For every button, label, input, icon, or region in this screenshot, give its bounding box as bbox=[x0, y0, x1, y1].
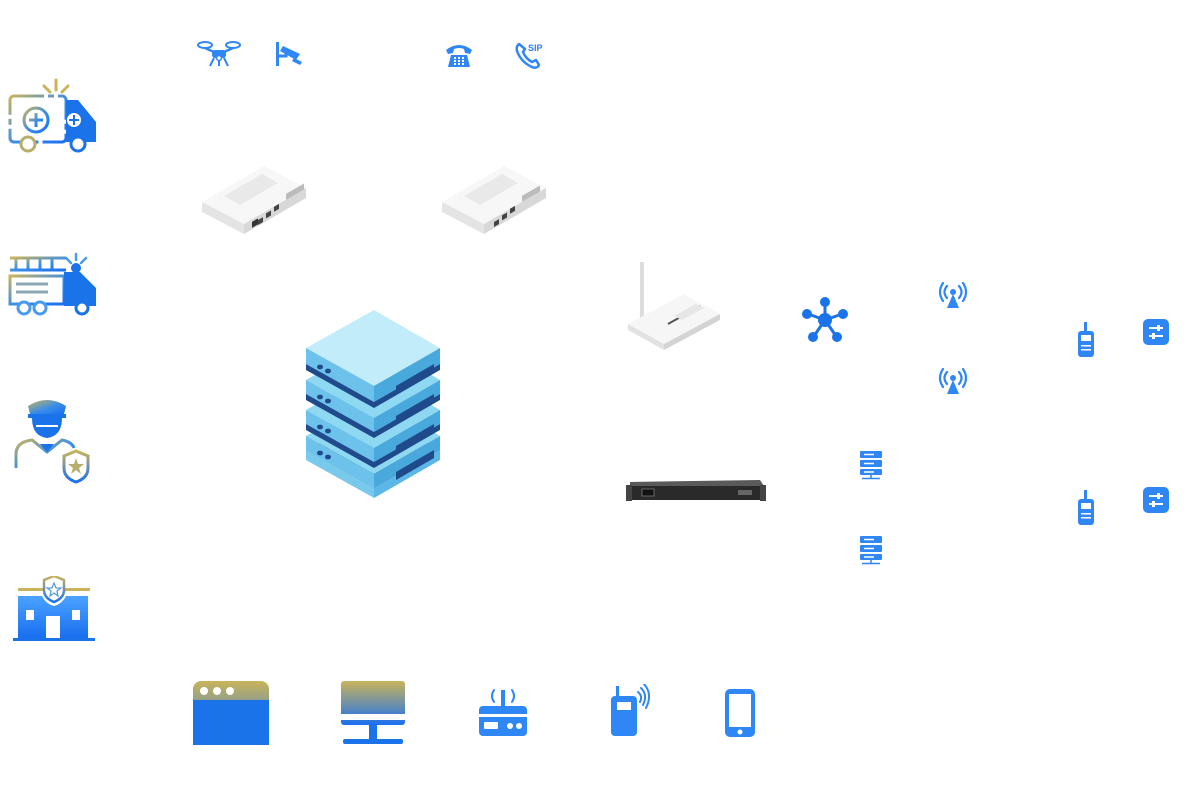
monitor-icon bbox=[340, 680, 406, 746]
server-icon bbox=[858, 535, 884, 565]
gateway-router-right bbox=[438, 162, 550, 238]
surveillance-camera-icon bbox=[274, 40, 304, 68]
wifi-router bbox=[626, 260, 722, 352]
police-station-icon bbox=[12, 576, 96, 642]
sip-label: SIP bbox=[528, 43, 543, 53]
walkie-talkie-icon bbox=[1076, 322, 1096, 358]
smartphone-icon bbox=[722, 688, 758, 738]
handheld-radio-icon bbox=[608, 684, 654, 738]
browser-window-icon bbox=[192, 680, 270, 746]
fire-truck-icon bbox=[8, 252, 100, 318]
settings-icon bbox=[1142, 318, 1170, 346]
antenna-icon bbox=[938, 282, 968, 310]
antenna-icon bbox=[938, 368, 968, 396]
server-stack bbox=[300, 306, 446, 500]
server-icon bbox=[858, 450, 884, 480]
police-officer-icon bbox=[12, 396, 94, 486]
drone-icon bbox=[196, 38, 242, 70]
network-hub-icon bbox=[800, 296, 850, 344]
ambulance-icon bbox=[8, 78, 100, 156]
rack-unit bbox=[626, 476, 766, 504]
telephone-icon bbox=[444, 42, 474, 68]
radio-base-station-icon bbox=[476, 686, 530, 738]
settings-icon bbox=[1142, 486, 1170, 514]
sip-phone-icon: SIP bbox=[514, 40, 546, 70]
walkie-talkie-icon bbox=[1076, 490, 1096, 526]
gateway-router-left bbox=[198, 162, 310, 238]
